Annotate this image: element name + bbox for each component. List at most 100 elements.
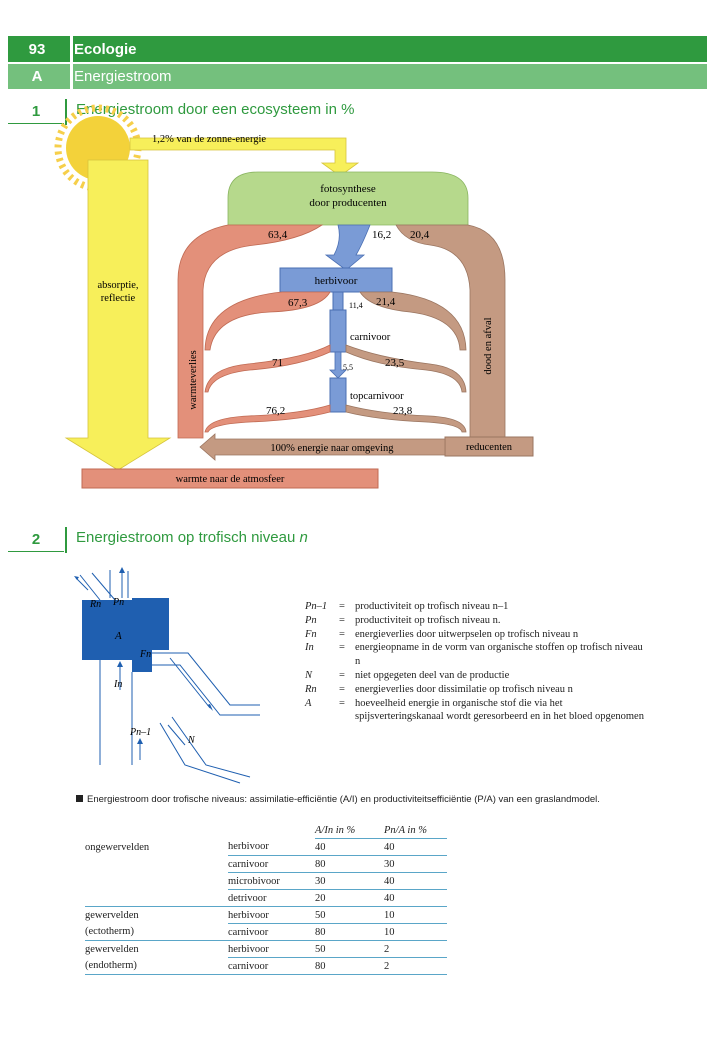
legend-definition: energieverlies door dissimilatie op trof… xyxy=(355,683,573,695)
topcarnivore-label: topcarnivoor xyxy=(350,391,404,402)
environment-arrow xyxy=(199,433,446,461)
table-cell: 40 xyxy=(384,889,447,907)
legend-symbol: A xyxy=(305,697,312,709)
legend-symbol: Rn xyxy=(305,683,317,695)
value-top-dead: 23,8 xyxy=(393,405,413,417)
caption-bullet-icon xyxy=(76,795,83,802)
legend-definition: energieverlies door uitwerpselen op trof… xyxy=(355,628,579,640)
table-cell: 50 xyxy=(315,906,384,924)
herbivore-box xyxy=(279,267,393,293)
value-herb-heat: 67,3 xyxy=(288,297,308,309)
value-prod-herb: 16,2 xyxy=(372,229,391,241)
value-prod-heat: 63,4 xyxy=(268,229,288,241)
label-fn: Fn xyxy=(139,649,151,660)
heat-loss-flow xyxy=(177,224,324,439)
legend-eq: = xyxy=(339,642,345,654)
rn-line xyxy=(79,574,101,601)
table-cell: 50 xyxy=(315,940,384,958)
table-cell: detrivoor xyxy=(228,889,315,907)
pn-arrowhead xyxy=(119,567,125,573)
fn-arrow xyxy=(169,657,211,709)
legend-symbol: Pn–1 xyxy=(305,601,328,612)
rn-arrow xyxy=(75,577,89,591)
section-divider xyxy=(65,527,67,553)
legend-definition: productiviteit op trofisch niveau n–1 xyxy=(355,601,509,612)
absorption-arrow xyxy=(64,159,172,471)
n-arrow xyxy=(167,724,186,746)
subchapter-title: Energiestroom xyxy=(74,68,172,85)
section-title: Energiestroom door een ecosysteem in % xyxy=(76,101,355,118)
herbivore-heat-flow xyxy=(204,291,331,351)
table-cell: 40 xyxy=(384,872,447,890)
table-cell: carnivoor xyxy=(228,923,315,941)
legend-row: A=hoeveelheid energie in organische stof… xyxy=(305,697,645,725)
table-cell: 10 xyxy=(384,906,447,924)
table-cell: herbivoor xyxy=(228,940,315,958)
table-header-row: A/In in % Pn/A in % xyxy=(85,822,447,839)
table-cell: carnivoor xyxy=(228,957,315,975)
table-cell: 80 xyxy=(315,855,384,873)
legend-symbol: In xyxy=(305,642,314,654)
section-title-variable: n xyxy=(299,529,308,546)
n-channel-2 xyxy=(171,716,251,778)
table-cell: 80 xyxy=(315,923,384,941)
chapter-title: Ecologie xyxy=(74,40,137,58)
table-cell: 80 xyxy=(315,957,384,975)
fn-channel-2 xyxy=(152,664,260,716)
carnivore-label: carnivoor xyxy=(350,332,391,343)
header-divider xyxy=(70,36,73,62)
table-cell: 20 xyxy=(315,889,384,907)
carnivore-box xyxy=(329,309,347,353)
carnivore-dead-flow xyxy=(345,344,467,393)
rn-arrowhead xyxy=(74,576,79,580)
trophic-level-diagram: Rn Pn A Fn In Pn–1 N xyxy=(74,567,260,784)
page-number: 93 xyxy=(28,40,46,58)
value-carn-heat: 71 xyxy=(272,357,283,369)
label-a: A xyxy=(114,630,122,642)
table-header: A/In in % xyxy=(315,822,384,839)
legend-eq: = xyxy=(339,614,345,626)
absorption-label-2: reflectie xyxy=(101,293,136,304)
caption-text: Energiestroom door trofische niveaus: as… xyxy=(87,794,600,805)
table-cell xyxy=(85,873,228,890)
fn-arrowhead xyxy=(207,704,213,711)
heat-loss-label: warmteverlies xyxy=(188,350,199,409)
table-cell: 40 xyxy=(315,838,384,856)
section-title-text: Energiestroom op trofisch niveau xyxy=(76,529,300,546)
legend-definition: hoeveelheid energie in organische stof d… xyxy=(355,697,644,723)
table-cell: 2 xyxy=(384,940,447,958)
table-cell: 10 xyxy=(384,923,447,941)
value-carn-dead: 23,5 xyxy=(385,357,405,369)
table-cell: gewervelden xyxy=(85,909,139,921)
herbivore-label: herbivoor xyxy=(315,275,358,287)
legend-row: Rn = energieverlies door dissimilatie op t… xyxy=(305,683,645,697)
label-n: N xyxy=(187,735,196,746)
legend-definition: niet opgegeten deel van de productie xyxy=(355,669,510,681)
label-in: In xyxy=(113,679,122,690)
topcarnivore-dead-flow xyxy=(345,404,467,433)
herbivore-carnivore-flow xyxy=(332,291,344,311)
carnivore-top-flow xyxy=(329,351,347,379)
table-cell: 2 xyxy=(384,957,447,975)
label-pn: Pn xyxy=(112,597,124,608)
legend-eq: = xyxy=(339,683,345,695)
legend-eq: = xyxy=(339,669,345,681)
section-number: 2 xyxy=(8,527,64,552)
table-cell: gewervelden xyxy=(85,943,139,955)
legend-row: N=niet opgegeten deel van de productie xyxy=(305,669,645,683)
table-cell: (ectotherm) xyxy=(85,923,228,941)
legend-definition: energieopname in de vorm van organische … xyxy=(355,642,643,668)
legend-row: In = energieopname in de vorm van organisc… xyxy=(305,641,645,669)
absorption-label: absorptie, xyxy=(97,280,138,291)
solar-energy-arrow xyxy=(129,137,360,177)
section-title: Energiestroom op trofisch niveau n xyxy=(76,529,308,546)
value-carn-top: 5,5 xyxy=(343,363,353,372)
